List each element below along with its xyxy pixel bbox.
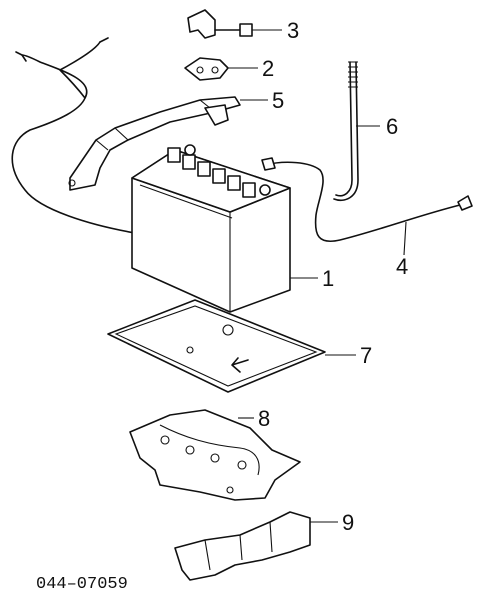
part-7-battery-tray bbox=[107, 299, 326, 393]
callout-9: 9 bbox=[342, 510, 354, 535]
part-2-terminal-clip bbox=[184, 57, 229, 81]
part-6-hold-down-rod bbox=[333, 61, 359, 202]
part-1-battery bbox=[131, 144, 291, 313]
negative-terminal bbox=[184, 144, 196, 156]
callout-3: 3 bbox=[287, 18, 299, 43]
part-9-bracket bbox=[174, 511, 311, 581]
callout-6: 6 bbox=[386, 114, 398, 139]
part-8-support-bracket bbox=[129, 409, 301, 501]
battery-cell-caps bbox=[167, 147, 256, 198]
callout-7: 7 bbox=[360, 343, 372, 368]
callout-4: 4 bbox=[396, 254, 408, 279]
leader-lines bbox=[228, 29, 407, 523]
part-5-hold-down-clamp bbox=[68, 96, 241, 191]
callout-5: 5 bbox=[272, 88, 284, 113]
callout-1: 1 bbox=[322, 266, 334, 291]
callout-2: 2 bbox=[262, 56, 274, 81]
negative-cable bbox=[11, 37, 136, 234]
part-4-positive-cable bbox=[261, 157, 473, 242]
callout-8: 8 bbox=[258, 406, 270, 431]
drawing-code: 044–07059 bbox=[36, 575, 128, 594]
part-3-terminal-clamp bbox=[187, 9, 253, 39]
positive-terminal bbox=[259, 184, 271, 196]
